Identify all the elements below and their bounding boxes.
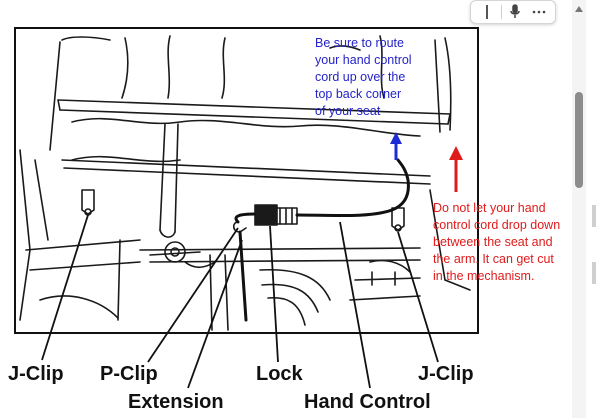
more-icon[interactable] [529,3,549,21]
label-j-clip-right: J-Clip [418,363,474,385]
hand-control-cord [234,158,410,322]
warning-note-line: in the mechanism. [433,269,535,283]
label-extension: Extension [128,391,224,413]
label-hand-control: Hand Control [304,391,431,413]
scroll-up-icon[interactable] [574,4,584,14]
label-p-clip: P-Clip [100,363,158,385]
route-arrow [390,132,402,160]
vertical-scrollbar[interactable] [572,0,586,418]
scroll-thumb[interactable] [575,92,583,188]
diagram-frame [14,27,479,334]
label-lock: Lock [256,363,303,385]
route-note-line: of your seat [315,104,381,118]
floating-toolbar [470,0,556,24]
route-note-line: Be sure to route [315,36,404,50]
warning-note-line: between the seat and [433,235,553,249]
microphone-icon[interactable] [505,3,525,21]
warning-note: Do not let your hand control cord drop d… [433,200,560,285]
warning-note-line: the arm. It can get cut [433,252,554,266]
text-cursor-icon[interactable] [477,3,497,21]
leader-lines [41,214,439,389]
route-note: Be sure to route your hand control cord … [315,35,412,120]
toolbar-divider [500,5,502,19]
warning-note-line: control cord drop down [433,218,561,232]
warning-note-line: Do not let your hand [433,201,546,215]
side-panel-edge [592,205,596,227]
side-panel-edge [592,262,596,284]
seat-illustration [19,35,471,331]
label-j-clip-left: J-Clip [8,363,64,385]
route-note-line: top back corner [315,87,402,101]
route-note-line: cord up over the [315,70,406,84]
warning-arrow [449,146,463,192]
route-note-line: your hand control [315,53,412,67]
